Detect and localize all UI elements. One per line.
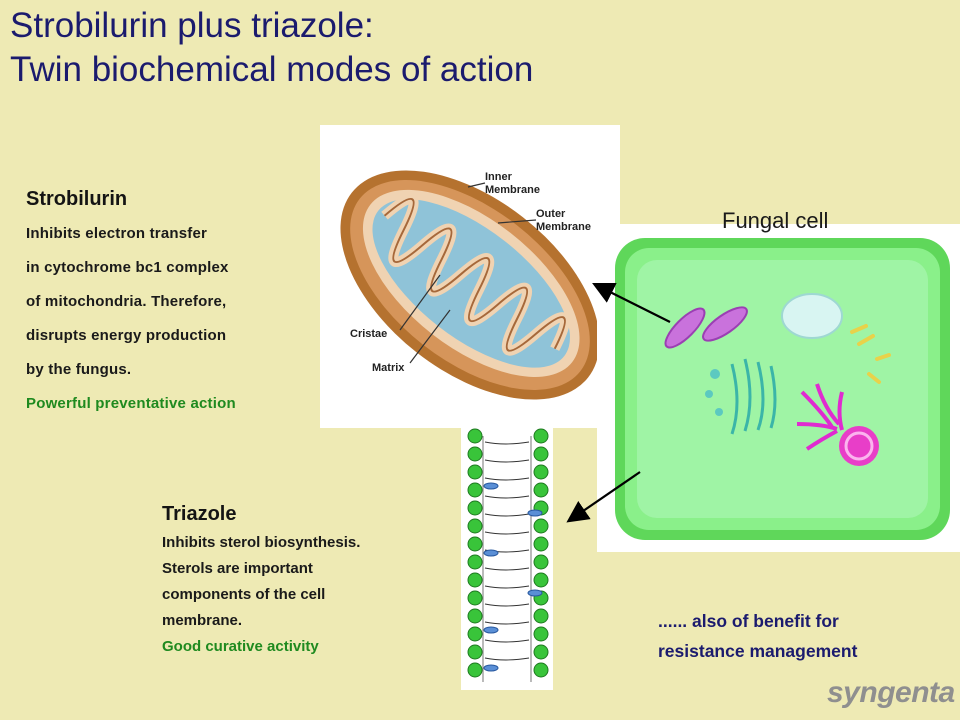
triazole-line-1: Inhibits sterol biosynthesis. [162, 534, 361, 551]
arrow-to-mitochondrion [592, 283, 671, 323]
strobilurin-line-4: disrupts energy production [26, 327, 227, 344]
label-cristae: Cristae [350, 328, 387, 340]
triazole-highlight: Good curative activity [162, 638, 319, 655]
label-inner-membrane-1: Inner [485, 171, 513, 183]
membrane-svg [461, 428, 553, 690]
triazole-line-2: Sterols are important [162, 560, 313, 577]
strobilurin-line-3: of mitochondria. Therefore, [26, 293, 227, 310]
syngenta-logo: syngenta [827, 676, 955, 709]
benefit-line-1: ...... also of benefit for [658, 611, 839, 631]
benefit-line-2: resistance management [658, 641, 858, 661]
fungal-cell-label: Fungal cell [722, 208, 829, 233]
mitochondrion-illustration: Inner Membrane Outer Membrane Cristae Ma… [320, 125, 620, 428]
cell-membrane-illustration [461, 428, 553, 690]
triazole-line-3: components of the cell [162, 586, 326, 603]
benefit-note: ...... also of benefit for resistance ma… [658, 606, 857, 666]
strobilurin-highlight: Powerful preventative action [26, 395, 236, 412]
title-line-2: Twin biochemical modes of action [10, 50, 534, 89]
triazole-line-4: membrane. [162, 612, 243, 629]
slide-title: Strobilurin plus triazole: Twin biochemi… [10, 4, 533, 92]
label-outer-membrane-1: Outer [536, 208, 566, 220]
arrow-to-membrane [566, 471, 641, 523]
fungal-cell-illustration [597, 224, 960, 552]
title-line-1: Strobilurin plus triazole: [10, 6, 374, 45]
strobilurin-line-2: in cytochrome bc1 complex [26, 259, 229, 276]
strobilurin-line-1: Inhibits electron transfer [26, 225, 208, 242]
label-matrix: Matrix [372, 362, 405, 374]
mitochondrion-svg: Inner Membrane Outer Membrane Cristae Ma… [340, 170, 600, 400]
fungal-cell-svg [615, 238, 950, 540]
triazole-text-block: Triazole Inhibits sterol biosynthesis. S… [162, 503, 462, 660]
strobilurin-heading: Strobilurin [26, 188, 128, 210]
strobilurin-text-block: Strobilurin Inhibits electron transfer i… [26, 188, 326, 427]
strobilurin-line-5: by the fungus. [26, 361, 132, 378]
triazole-heading: Triazole [162, 503, 237, 525]
label-inner-membrane-2: Membrane [485, 184, 540, 196]
label-outer-membrane-2: Membrane [536, 221, 591, 233]
